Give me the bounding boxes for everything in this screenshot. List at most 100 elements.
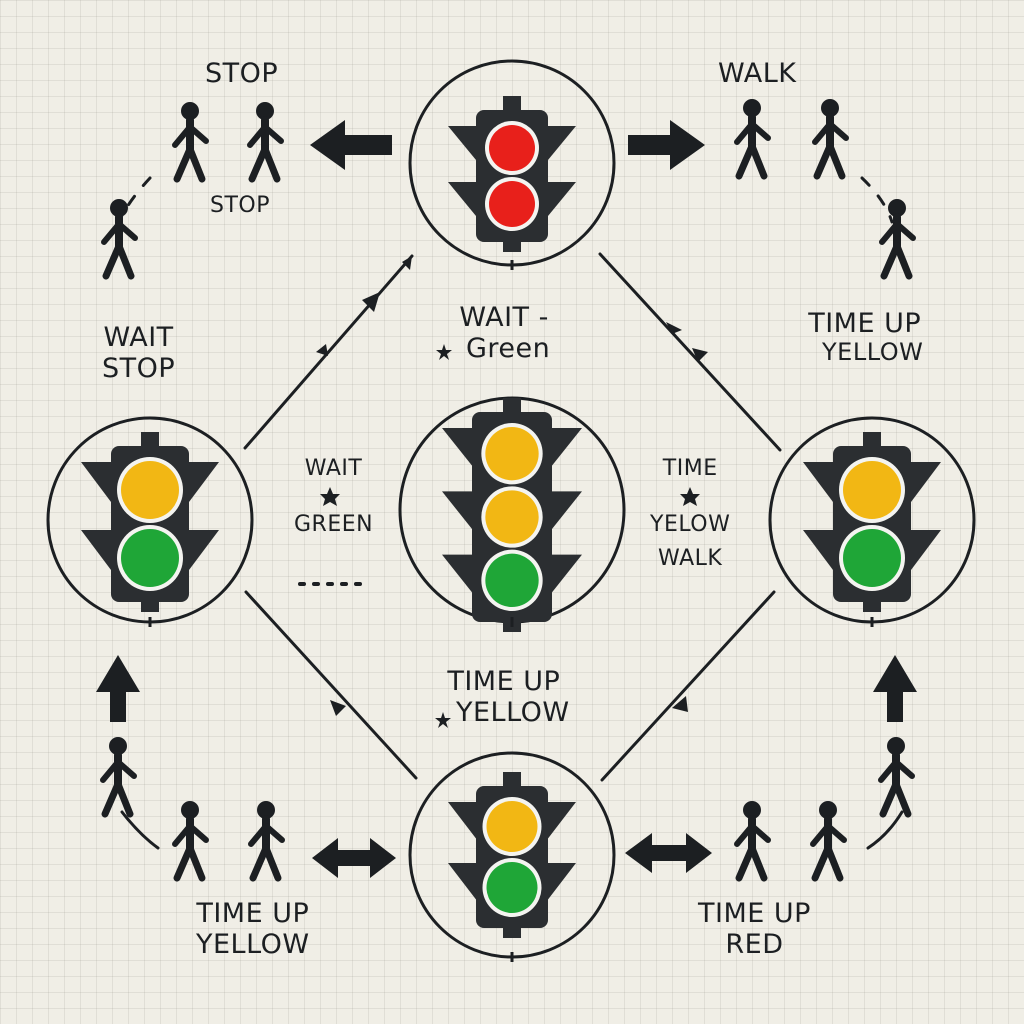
traffic-light-stem (503, 926, 521, 938)
traffic-light-visor (448, 126, 476, 160)
traffic-lights (46, 59, 976, 962)
label-yelow: YELOW (650, 512, 731, 538)
traffic-light-visor (442, 491, 472, 529)
lamp-yellow (485, 490, 539, 544)
traffic-light-visor (548, 182, 576, 216)
traffic-light-center (398, 396, 626, 632)
label-time-up-yellow-right: TIME UP YELLOW (806, 308, 923, 367)
traffic-light-cap (141, 432, 159, 448)
star-icon (435, 712, 451, 728)
traffic-light-cap (503, 398, 521, 414)
lamp-red (489, 181, 535, 227)
traffic-light-visor (548, 126, 576, 160)
label-red: RED (725, 929, 784, 961)
left-arrow-icon (310, 120, 392, 170)
label-time-up-bl: TIME UP (196, 898, 310, 929)
pedestrian-icon (104, 200, 135, 277)
traffic-light-visor (552, 554, 582, 593)
traffic-light-visor (442, 428, 472, 466)
traffic-light-visor (189, 462, 219, 502)
star-icon (320, 344, 700, 728)
double-arrow-icon (312, 838, 396, 878)
traffic-light-visor (81, 530, 111, 570)
connector-left-to-bottom (244, 590, 418, 780)
traffic-light-visor (548, 802, 576, 839)
up-arrow-icon (873, 655, 917, 722)
arrow-icon (672, 696, 688, 712)
traffic-light-visor (803, 462, 833, 502)
arrow-icon (316, 344, 328, 356)
label-time-up-red-bottom-right: TIME UP RED (698, 898, 811, 960)
arrow-icon (362, 292, 380, 312)
lamp-yellow (843, 461, 901, 519)
arrow-icon (666, 322, 682, 334)
lamp-yellow (485, 427, 539, 481)
label-stop-under: STOP (210, 193, 270, 218)
traffic-light-visor (448, 863, 476, 900)
lamp-green (485, 553, 539, 607)
pedestrian-icon (103, 738, 134, 815)
traffic-light-icon (442, 398, 582, 632)
traffic-light-visor (548, 863, 576, 900)
traffic-light-visor (911, 462, 941, 502)
up-arrow-icon (96, 655, 140, 722)
lamp-green (843, 529, 901, 587)
traffic-light-stem (141, 600, 159, 612)
traffic-light-cap (863, 432, 881, 448)
traffic-light-cap (503, 772, 521, 788)
arrow-icon (692, 348, 708, 362)
traffic-light-icon (448, 96, 576, 252)
traffic-light-visor (81, 462, 111, 502)
double-arrow-icon (625, 833, 712, 873)
traffic-light-visor (803, 530, 833, 570)
traffic-light-visor (448, 802, 476, 839)
connector-arc-bottom-left (120, 810, 160, 850)
traffic-light-icon (803, 432, 941, 612)
traffic-light-left (46, 416, 254, 627)
label-time-up-yellow-bottom-left: TIME UP YELLOW (196, 898, 310, 960)
label-wait-green-center-left: WAIT GREEN (294, 452, 373, 542)
pedestrian-icon (737, 802, 768, 879)
pedestrian-icon (250, 103, 281, 180)
arrow-icon (330, 700, 346, 716)
traffic-light-stem (503, 240, 521, 252)
label-wait-dash: WAIT - (459, 302, 549, 333)
arrow-icon (316, 256, 708, 716)
label-yellow-center: YELLOW (456, 697, 570, 729)
label-time-up-br: TIME UP (698, 898, 811, 929)
traffic-light-visor (911, 530, 941, 570)
traffic-light-bottom (408, 751, 616, 962)
connector-arc-bottom-right (866, 810, 904, 850)
pedestrian-icon (175, 802, 206, 879)
label-yellow-bl: YELLOW (196, 929, 310, 961)
pedestrian-icon (882, 200, 913, 277)
right-arrow-icon (628, 120, 705, 170)
label-green-small: GREEN (294, 512, 374, 538)
traffic-light-visor (442, 554, 472, 593)
label-wait-green-top: WAIT - Green (458, 302, 550, 364)
label-stop-top: STOP (205, 58, 279, 89)
star-icon (680, 487, 700, 506)
traffic-light-icon (448, 772, 576, 938)
traffic-light-right (768, 416, 976, 627)
pedestrian-icon (813, 802, 844, 879)
lamp-red (489, 125, 535, 171)
connector-right-to-bottom (600, 590, 776, 782)
star-icon (436, 344, 452, 360)
traffic-light-stem (863, 600, 881, 612)
traffic-light-cap (503, 96, 521, 112)
connector-arc-top-right (860, 176, 894, 224)
label-time-yelow-walk: TIME YELOW WALK (650, 452, 730, 576)
pedestrian-icon (881, 738, 912, 815)
connector-left-to-top (243, 254, 414, 450)
label-walk-top: WALK (718, 58, 797, 89)
traffic-light-visor (552, 491, 582, 529)
traffic-light-icon (81, 432, 219, 612)
cycle-connectors (116, 176, 904, 850)
star-icon (320, 487, 340, 506)
arrow-icon (96, 120, 917, 878)
label-green-mixed: Green (466, 333, 551, 365)
pedestrian-icon (815, 100, 846, 177)
traffic-light-visor (552, 428, 582, 466)
